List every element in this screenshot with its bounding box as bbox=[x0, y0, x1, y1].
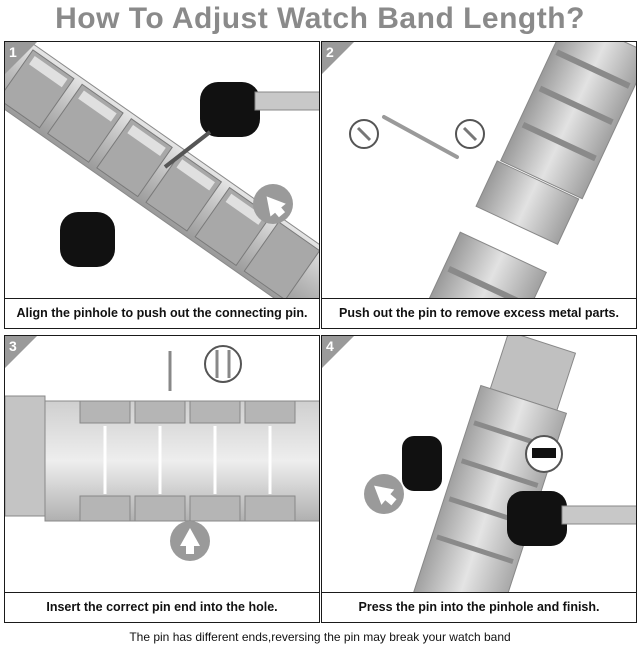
arrow-circle-icon bbox=[364, 474, 404, 514]
step-caption: Press the pin into the pinhole and finis… bbox=[322, 592, 636, 622]
step-number: 4 bbox=[326, 338, 334, 354]
step-panel-2: 2 Push out the pin to remove excess meta… bbox=[321, 41, 637, 329]
step-panel-3: 3 Insert the correct pin end into the ho… bbox=[4, 335, 320, 623]
band-pin-press-illustration bbox=[364, 336, 636, 594]
pin-end-magnifier-icon bbox=[204, 345, 242, 383]
band-pin-insert-illustration bbox=[5, 345, 319, 561]
step-caption: Align the pinhole to push out the connec… bbox=[5, 298, 319, 328]
pin-tool-icon bbox=[60, 82, 319, 267]
pin-tool-icon bbox=[402, 436, 636, 546]
band-pin-removal-illustration bbox=[5, 42, 319, 300]
arrow-up-circle-icon bbox=[170, 521, 210, 561]
step-badge bbox=[322, 42, 354, 74]
step-panel-4: 4 Press the pin into the pinhole and fin… bbox=[321, 335, 637, 623]
step-caption: Push out the pin to remove excess metal … bbox=[322, 298, 636, 328]
step-number: 1 bbox=[9, 44, 17, 60]
page-title: How To Adjust Watch Band Length? bbox=[55, 2, 585, 35]
loose-pin-icon bbox=[382, 115, 459, 159]
step-badge bbox=[5, 42, 37, 74]
pin-end-magnifier-icon bbox=[525, 435, 563, 473]
pin-end-magnifier-icon bbox=[349, 119, 485, 149]
step-number: 2 bbox=[326, 44, 334, 60]
step-badge bbox=[322, 336, 354, 368]
step-badge bbox=[5, 336, 37, 368]
step-caption: Insert the correct pin end into the hole… bbox=[5, 592, 319, 622]
step-panel-1: 1 Align the pinhole to push out the conn… bbox=[4, 41, 320, 329]
warning-footnote: The pin has different ends,reversing the… bbox=[129, 630, 511, 644]
band-link-removal-illustration bbox=[349, 42, 636, 300]
step-number: 3 bbox=[9, 338, 17, 354]
arrow-circle-icon bbox=[253, 184, 293, 224]
